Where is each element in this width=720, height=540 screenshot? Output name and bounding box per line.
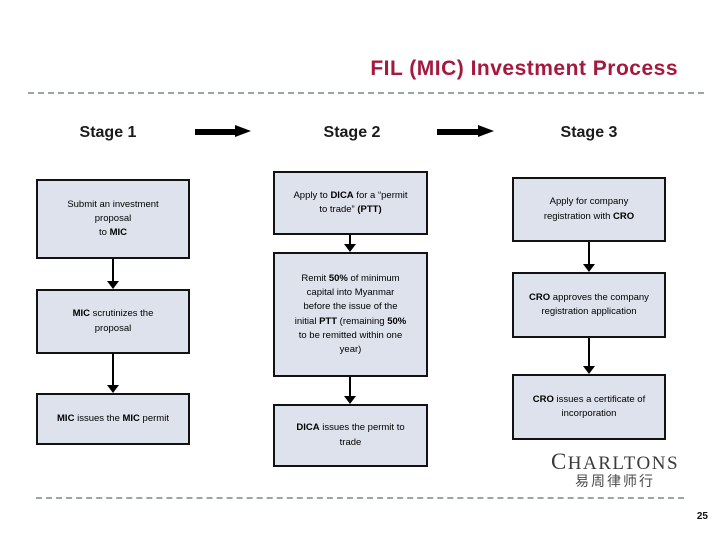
arrow-shaft [588, 242, 590, 265]
arrow-head [478, 125, 494, 137]
bottom-divider [36, 497, 684, 499]
stage-1-header: Stage 1 [79, 124, 137, 141]
arrow-shaft [349, 377, 351, 397]
arrow-head [583, 264, 595, 272]
arrow-shaft [349, 235, 351, 245]
flow-box-mic-issues-permit: MIC issues the MIC permit [36, 393, 190, 445]
top-divider [28, 92, 704, 94]
arrow-shaft [437, 129, 480, 135]
stage-3-header: Stage 3 [560, 124, 618, 141]
arrow-head [344, 244, 356, 252]
stage-2-header: Stage 2 [323, 124, 381, 141]
down-arrow-icon [344, 377, 356, 404]
charltons-logo: CHARLTONS 易周律师行 [540, 449, 690, 492]
down-arrow-icon [344, 235, 356, 252]
arrow-shaft [588, 338, 590, 367]
arrow-head [107, 281, 119, 289]
arrow-shaft [112, 353, 114, 386]
down-arrow-icon [107, 353, 119, 393]
down-arrow-icon [583, 242, 595, 272]
stage2-to-stage3-arrow-icon [437, 125, 494, 138]
stage1-to-stage2-arrow-icon [195, 125, 251, 138]
page-title: FIL (MIC) Investment Process [370, 57, 678, 80]
down-arrow-icon [107, 259, 119, 289]
charltons-logo-chinese-name: 易周律师行 [575, 474, 655, 490]
arrow-head [235, 125, 251, 137]
arrow-shaft [112, 259, 114, 282]
arrow-head [107, 385, 119, 393]
arrow-head [583, 366, 595, 374]
page-number: 25 [696, 511, 708, 522]
arrow-head [344, 396, 356, 404]
down-arrow-icon [583, 338, 595, 374]
arrow-shaft [195, 129, 237, 135]
charltons-logo-name: CHARLTONS [550, 449, 680, 474]
